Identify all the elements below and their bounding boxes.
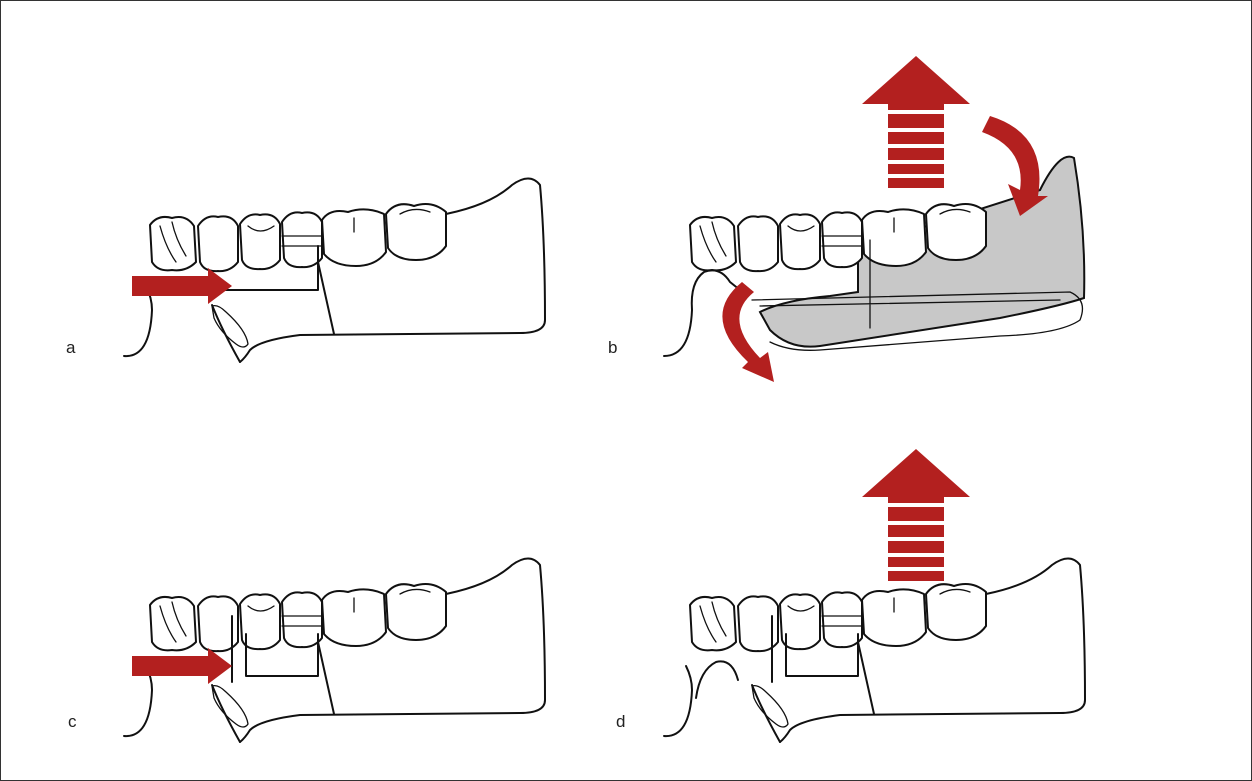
vertical-lift-arrow [862,449,970,581]
horizontal-push-arrow [132,268,232,304]
panel-d-arrow [862,449,970,581]
rotation-arrow-posterior [982,116,1048,216]
panel-label-a: a [66,338,75,358]
panel-a [124,179,545,363]
anterior-teeth [690,214,820,271]
posterior-teeth [822,204,986,267]
posterior-teeth [822,584,986,647]
panel-label-d: d [616,712,625,732]
panel-label-b: b [608,338,617,358]
vertical-lift-arrow [862,56,970,188]
rotation-arrow-anterior [722,282,774,382]
posterior-teeth [282,204,446,267]
posterior-teeth [282,584,446,647]
panel-b [664,56,1084,382]
anterior-teeth [690,594,820,651]
panel-d [664,559,1085,743]
panel-c [124,559,545,743]
panel-label-c: c [68,712,77,732]
horizontal-push-arrow [132,648,232,684]
lip-outline [696,661,738,698]
anterior-teeth [150,594,280,651]
anterior-teeth [150,214,280,271]
